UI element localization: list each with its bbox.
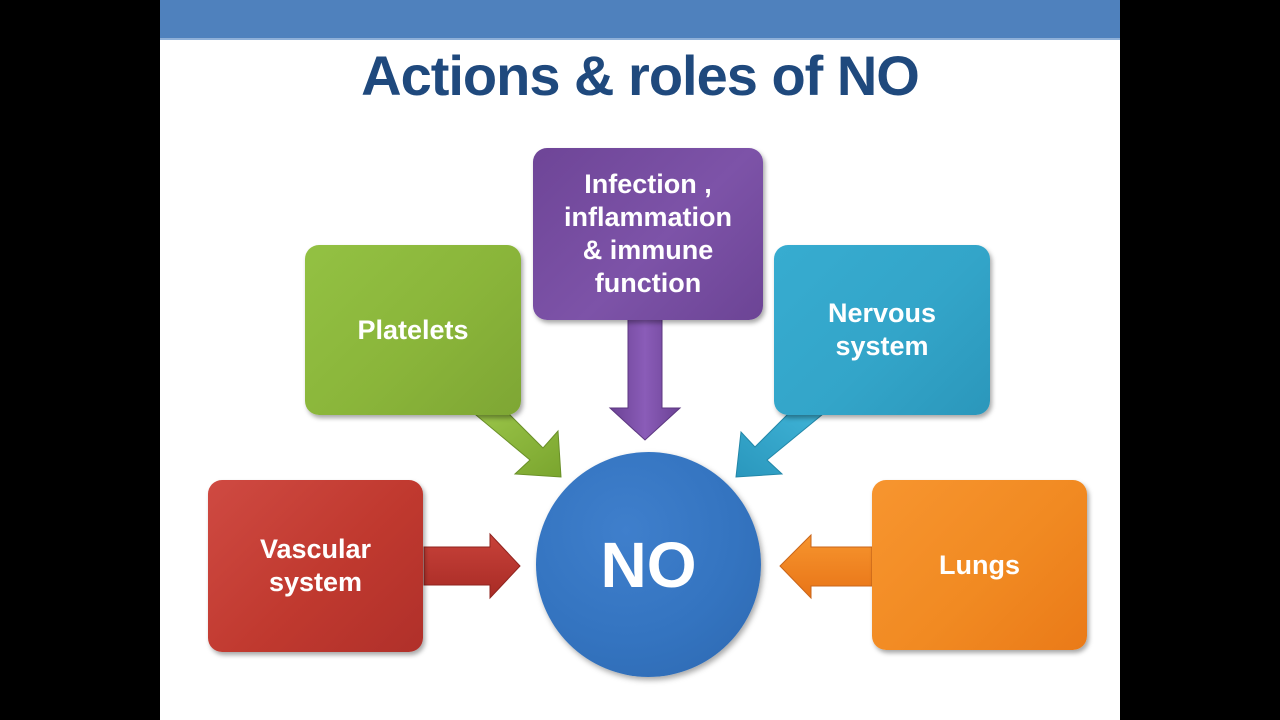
node-lungs: Lungs [872, 480, 1087, 650]
arrow-vascular-to-no [423, 532, 521, 600]
node-nervous-system: Nervous system [774, 245, 990, 415]
arrow-infection-to-no [608, 317, 682, 441]
arrow-nervous-to-no [735, 413, 825, 478]
node-infection-inflammation-immune: Infection , inflammation & immune functi… [533, 148, 763, 320]
node-vascular-system: Vascular system [208, 480, 423, 652]
arrow-lungs-to-no [779, 533, 873, 600]
node-platelets: Platelets [305, 245, 521, 415]
node-label: Vascular system [259, 534, 372, 597]
center-node-no: NO [536, 452, 761, 677]
node-label: Nervous system [827, 298, 937, 361]
center-label: NO [600, 528, 697, 601]
slide-title: Actions & roles of NO [361, 44, 920, 107]
header-bar [160, 0, 1120, 40]
arrows-layer [423, 317, 873, 600]
node-label: Platelets [357, 314, 469, 345]
slide: Actions & roles of NO Vascular system Pl… [160, 0, 1120, 720]
node-label: Infection , inflammation & immune functi… [563, 169, 732, 298]
arrow-platelets-to-no [468, 409, 562, 478]
node-label: Lungs [939, 549, 1020, 580]
